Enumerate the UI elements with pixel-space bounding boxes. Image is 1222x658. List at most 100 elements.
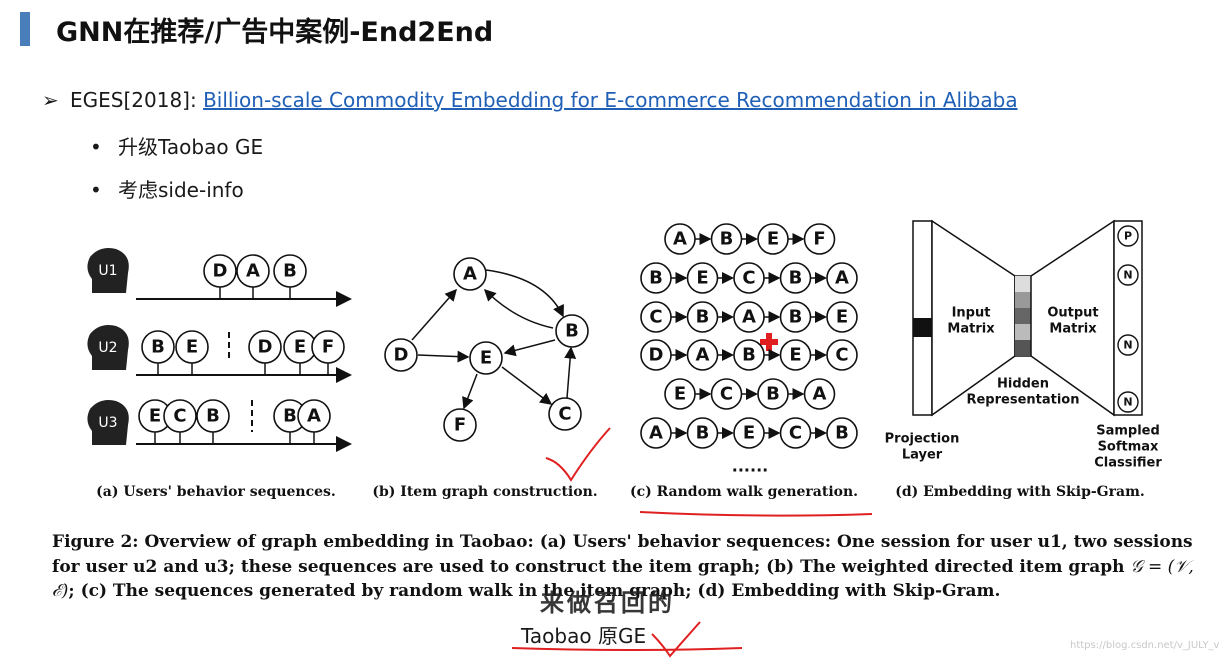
u3-item-node-label: A [307,406,321,427]
user-id-label: U3 [98,415,117,431]
graph-node-label: B [565,321,579,342]
walk-node [640,301,672,333]
walk-node-label: A [742,307,756,328]
walk-node-label: C [720,384,733,405]
walk-node-label: E [674,384,686,405]
title-accent-bar [20,12,30,46]
u1-item-node [273,254,307,288]
walk-node [664,223,696,255]
walk-node-label: B [696,423,710,444]
walk-node [640,339,672,371]
subcaption-b: (b) Item graph construction. [372,484,597,500]
walk-ellipsis: ...... [732,457,768,476]
input-matrix-label: Matrix [947,322,995,337]
walk-node [757,223,789,255]
graph-node-label: D [394,345,409,366]
sub-bullet-text: 升级Taobao GE [118,135,264,159]
walk-node-label: A [649,423,663,444]
walk-node [733,262,765,294]
walk-node [686,417,719,449]
walk-node [803,378,836,410]
u2-item-node-label: D [258,337,273,358]
u1-item-node-label: A [246,261,260,282]
graph-node [548,397,582,431]
walk-node [686,301,719,333]
handwritten-note: 来做召回的 [540,588,675,617]
graph-node-label: C [558,404,571,425]
u2-item-node [141,330,175,364]
walk-node [686,262,719,294]
watermark: https://blog.csdn.net/v_JULY_v [1070,640,1220,651]
walk-node-label: B [789,268,803,289]
walk-node [779,301,812,333]
figure-static-lines [136,219,1143,658]
u2-item-node-label: F [322,337,334,358]
paper-link[interactable]: Billion-scale Commodity Embedding for E-… [203,88,1018,112]
u3-item-node [297,399,331,433]
u3-item-node-label: B [206,406,220,427]
sub-bullet-2: •考虑side-info [90,174,244,203]
walk-node-label: A [673,229,687,250]
output-node [1117,264,1139,286]
output-matrix-label: Matrix [1049,322,1097,337]
walk-node-label: B [649,268,663,289]
walk-node [779,339,812,371]
graph-node [384,338,418,372]
walk-node-label: A [813,384,827,405]
output-node-label: N [1123,339,1132,352]
walk-node-label: B [789,307,803,328]
output-node [1117,391,1139,413]
output-node [1117,225,1139,247]
dot-bullet-icon: • [90,135,102,159]
walk-node [826,301,858,333]
walk-node [779,417,812,449]
u2-item-node-label: B [151,337,165,358]
graph-node [443,408,477,442]
graph-node-label: F [454,415,466,436]
graph-node [469,341,503,375]
sampled-softmax-label: Softmax [1098,440,1159,455]
walk-node-label: B [766,384,780,405]
subcaption-a: (a) Users' behavior sequences. [96,484,336,500]
walk-node [826,262,858,294]
output-node-label: N [1123,396,1132,409]
walk-node [803,223,836,255]
u2-item-node-label: E [294,337,306,358]
walk-node [779,262,812,294]
walk-node-label: C [742,268,755,289]
u1-item-node [236,254,270,288]
u2-item-node [311,330,345,364]
walk-node-label: E [696,268,708,289]
subcaption-c: (c) Random walk generation. [630,484,858,500]
subcaption-d: (d) Embedding with Skip-Gram. [895,484,1145,500]
sub-bullet-text: 考虑side-info [118,178,244,202]
walk-node-label: E [836,307,848,328]
u3-item-node-label: C [173,406,186,427]
graph-node-label: A [463,264,477,285]
slide-title: GNN在推荐/广告中案例-End2End [56,17,494,48]
hidden-representation-label: Representation [966,393,1079,408]
walk-node [710,378,743,410]
user-head-icon [87,400,129,445]
u2-item-node [175,330,209,364]
user-head-icon [87,248,129,293]
walk-node [733,301,765,333]
walk-node [640,262,672,294]
u3-item-node [196,399,230,433]
walk-node [640,417,672,449]
walk-node [733,417,765,449]
figure-caption: Figure 2: Overview of graph embedding in… [52,530,1202,604]
walk-node-label: C [835,345,848,366]
walk-node [710,223,743,255]
walk-node-label: B [835,423,849,444]
main-bullet: ➢EGES[2018]: Billion-scale Commodity Emb… [42,88,1018,112]
hidden-representation-label: Hidden [997,377,1049,392]
user-id-label: U1 [98,263,117,279]
walk-node-label: A [835,268,849,289]
output-node [1117,334,1139,356]
walk-node-label: F [813,229,825,250]
u3-item-node-label: E [149,406,161,427]
walk-node-label: B [742,345,756,366]
walk-node [826,417,858,449]
